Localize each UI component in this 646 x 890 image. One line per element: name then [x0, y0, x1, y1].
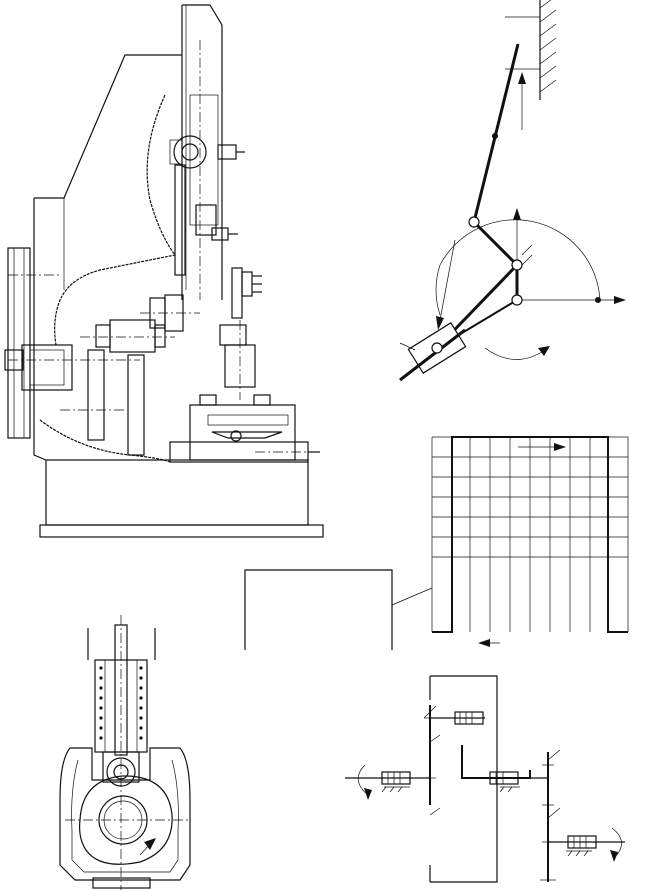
- gear-cutting-grid: [244, 436, 629, 650]
- linkage-mechanism: [399, 0, 626, 382]
- gear-train-schematic: [345, 675, 625, 883]
- machine-side-view: [4, 4, 324, 538]
- spring-cam-mechanism: [59, 615, 191, 890]
